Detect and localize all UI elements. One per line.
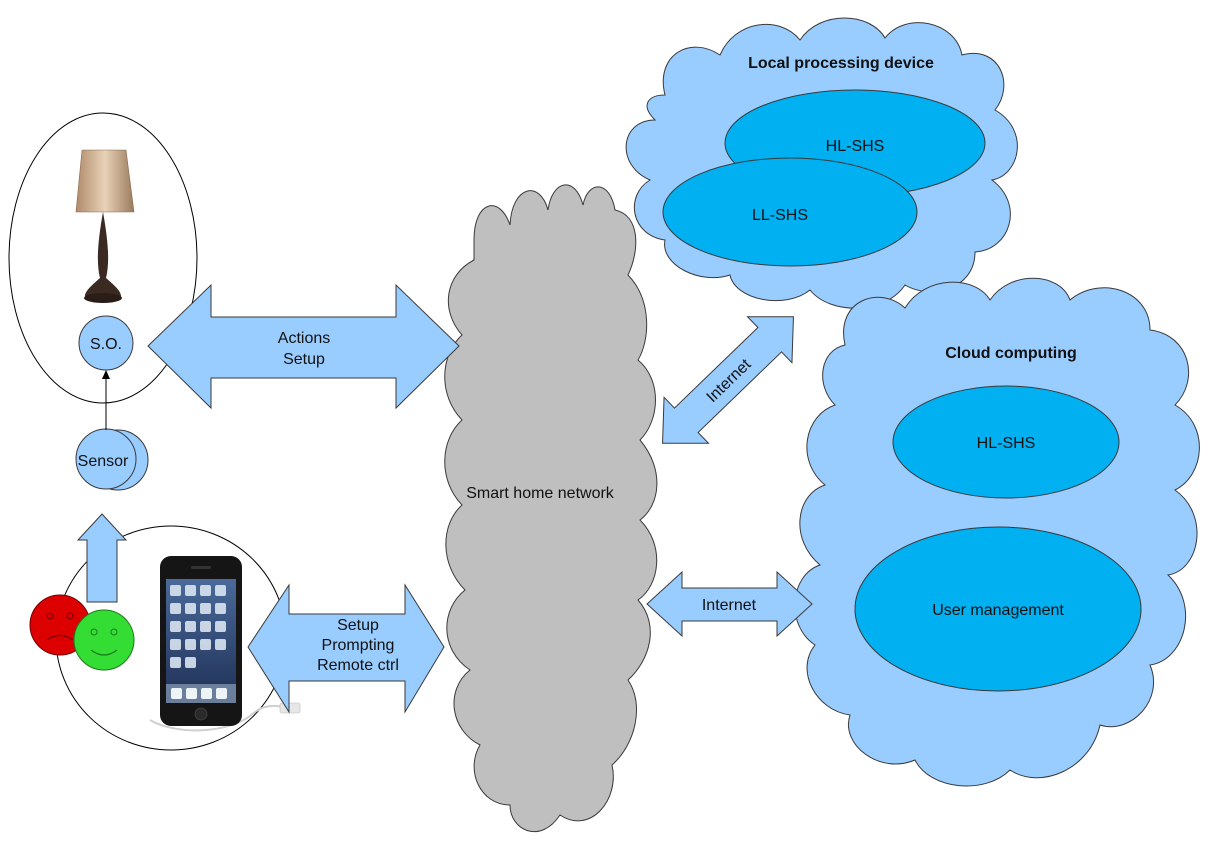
smartphone-icon [149,556,301,732]
internet-lower-label: Internet [702,597,757,614]
smart-home-network-cloud [444,184,658,833]
user-management-node [854,526,1142,692]
happy-face-icon [73,609,135,671]
internet-upper-arrow: Internet [662,316,794,444]
cloud-hl-shs-node [892,385,1120,499]
local-processing-label: Local processing device [748,55,934,72]
lamp-icon [75,149,135,303]
cloud-computing-label: Cloud computing [945,345,1077,362]
local-ll-shs-label: LL-SHS [752,207,808,224]
setup2-label: Setup [337,617,379,634]
user-management-label: User management [932,602,1064,619]
sensor-node [75,428,149,491]
remote-ctrl-label: Remote ctrl [317,657,399,674]
so-label: S.O. [90,336,122,353]
local-ll-shs-node [662,157,918,267]
internet-lower-arrow [646,570,813,638]
prompting-label: Prompting [322,637,395,654]
setup-prompting-arrow [247,583,445,714]
sensor-label: Sensor [78,453,129,470]
actions-label: Actions [278,330,330,347]
user-to-sensor-arrow [76,513,128,603]
actions-setup-arrow [147,283,460,410]
smart-home-network-label: Smart home network [466,485,615,502]
local-hl-shs-label: HL-SHS [826,138,885,155]
cloud-hl-shs-label: HL-SHS [977,435,1036,452]
setup-label: Setup [283,351,325,368]
